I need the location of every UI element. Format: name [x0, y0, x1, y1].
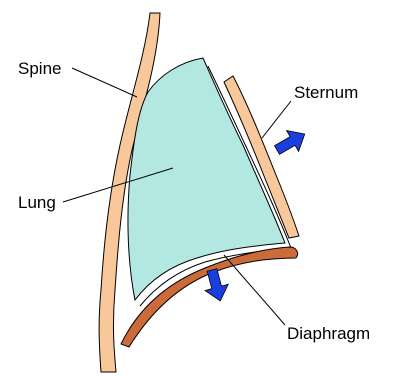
sternum-leader-line — [262, 101, 291, 138]
sternum-label: Sternum — [294, 83, 358, 102]
diaphragm-leader-line — [224, 255, 285, 325]
diaphragm-label: Diaphragm — [287, 324, 370, 343]
lung-label: Lung — [18, 193, 56, 212]
sternum-movement-arrow-icon — [271, 124, 311, 161]
spine-leader-line — [72, 68, 137, 97]
spine-label: Spine — [18, 59, 61, 78]
